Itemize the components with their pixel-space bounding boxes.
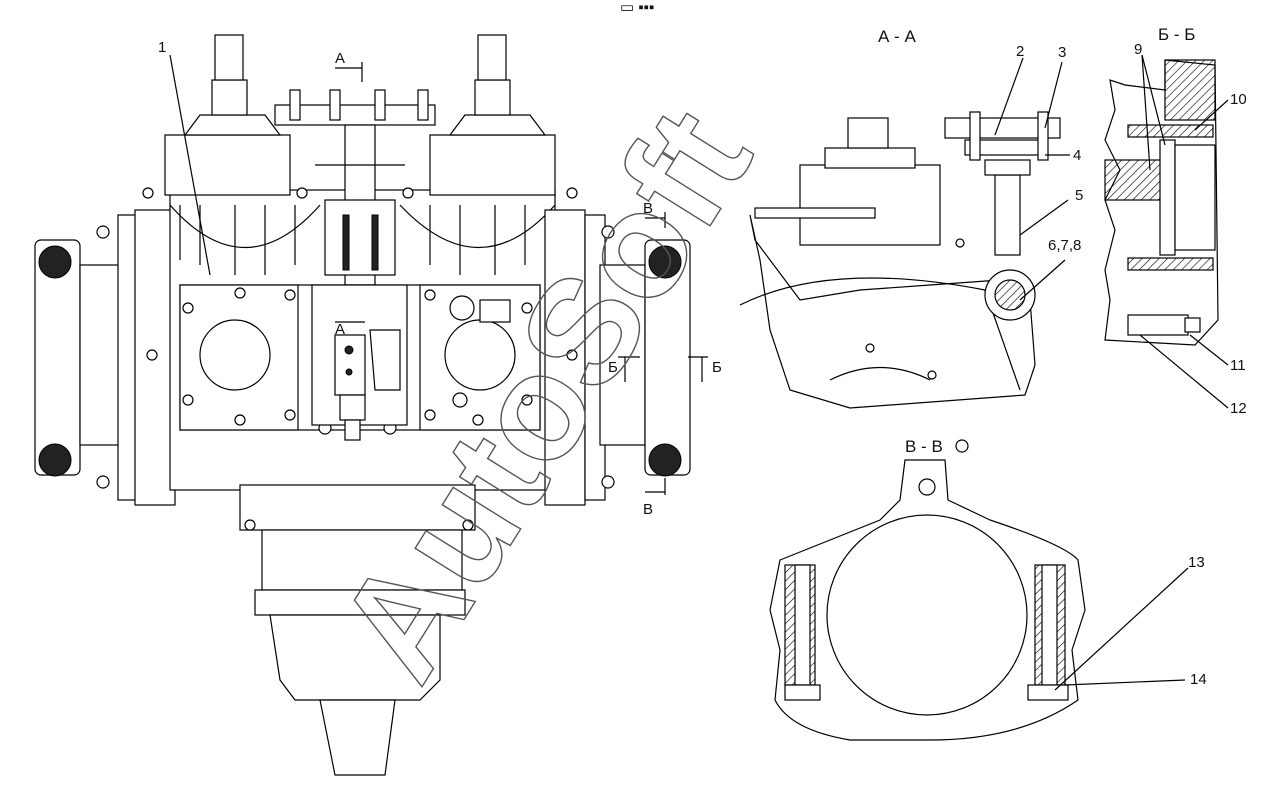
svg-text:Б: Б xyxy=(608,359,618,376)
main-view xyxy=(34,34,691,776)
callout-5: 5 xyxy=(1075,187,1083,204)
callout-1: 1 xyxy=(158,39,166,56)
callout-12: 12 xyxy=(1230,400,1247,417)
section-b-b-view xyxy=(1104,59,1219,346)
callout-9: 9 xyxy=(1134,41,1142,58)
svg-text:А: А xyxy=(335,50,345,67)
svg-text:В - В: В - В xyxy=(905,437,943,456)
section-a-a-view xyxy=(739,111,1061,409)
svg-text:В: В xyxy=(643,501,653,518)
callout-10: 10 xyxy=(1230,91,1247,108)
callout-14: 14 xyxy=(1190,671,1207,688)
section-marker-v-bottom: В xyxy=(643,478,666,518)
callout-13: 13 xyxy=(1188,554,1205,571)
section-label-v-v: В - В xyxy=(905,437,969,456)
section-marker-v-top: В xyxy=(643,200,666,228)
image-title: ▭ ▪▪▪ xyxy=(620,0,654,16)
callout-4: 4 xyxy=(1073,147,1081,164)
svg-text:В: В xyxy=(643,200,653,217)
section-marker-a-bottom: А xyxy=(335,321,365,338)
left-clamp xyxy=(34,239,121,477)
callout-2: 2 xyxy=(1016,43,1024,60)
callout-11: 11 xyxy=(1230,357,1246,374)
svg-text:А: А xyxy=(335,321,345,338)
section-v-v-view xyxy=(769,459,1086,741)
section-marker-b-left: Б xyxy=(608,356,640,382)
svg-text:Б: Б xyxy=(712,359,722,376)
section-marker-a-top: А xyxy=(335,50,363,82)
right-clamp xyxy=(644,239,691,477)
section-marker-b-right: Б xyxy=(688,356,722,382)
callout-3: 3 xyxy=(1058,44,1066,61)
section-label-b-b: Б - Б xyxy=(1158,25,1195,44)
section-label-a-a: А - А xyxy=(878,27,916,46)
callout-6-7-8: 6,7,8 xyxy=(1048,237,1081,254)
